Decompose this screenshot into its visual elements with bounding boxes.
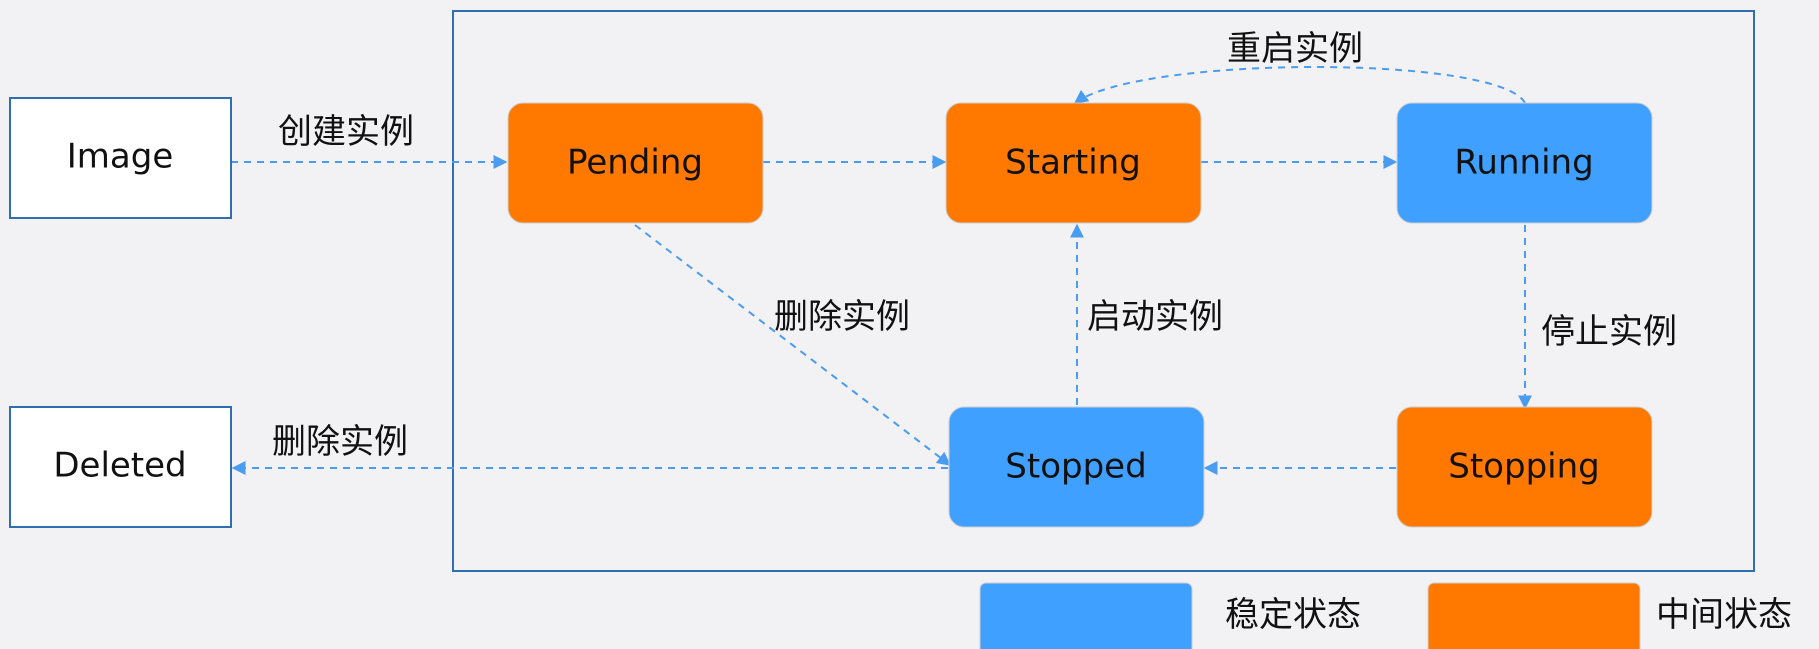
node-image: Image [9,97,232,219]
edge-label-stop: 停止实例 [1541,312,1677,352]
node-deleted-label: Deleted [53,446,186,486]
node-deleted: Deleted [9,406,232,528]
legend-swatch-intermediate [1427,582,1641,649]
edge-label-start: 启动实例 [1087,297,1223,337]
node-pending-label: Pending [567,143,703,183]
edge-label-delete-pending: 删除实例 [774,297,910,337]
legend: 稳定状态 中间状态 [979,582,1792,649]
node-starting-label: Starting [1005,143,1141,183]
node-running: Running [1396,102,1653,224]
node-starting: Starting [945,102,1202,224]
node-image-label: Image [67,137,173,177]
node-stopping: Stopping [1396,406,1653,528]
edge-running-to-starting-restart [1073,66,1526,104]
node-stopping-label: Stopping [1448,447,1599,487]
edge-label-restart: 重启实例 [1227,29,1363,69]
node-stopped-label: Stopped [1005,447,1146,487]
node-pending: Pending [507,102,764,224]
edge-pending-to-stopped [634,224,952,466]
edge-label-delete-stopped: 删除实例 [272,422,408,462]
legend-label-stable: 稳定状态 [1225,595,1361,635]
node-running-label: Running [1454,143,1593,183]
edge-label-create: 创建实例 [278,112,414,152]
node-stopped: Stopped [948,406,1205,528]
edges [231,66,1532,475]
legend-swatch-stable [979,582,1193,649]
legend-label-intermediate: 中间状态 [1656,595,1792,635]
lifecycle-frame [452,10,1755,572]
